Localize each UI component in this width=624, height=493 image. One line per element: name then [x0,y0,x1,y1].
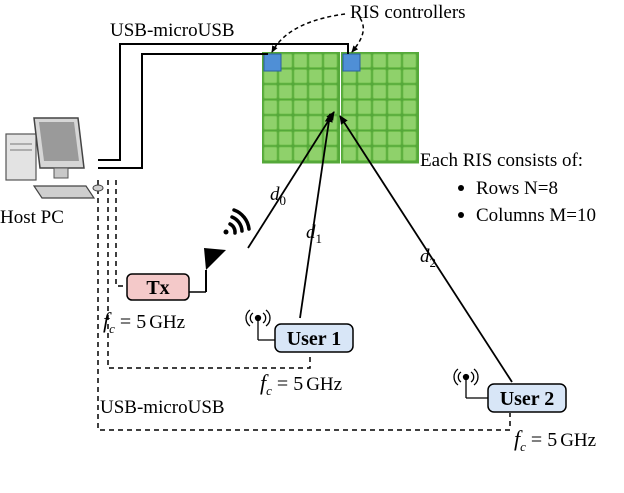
ris-element [387,100,402,115]
ris-element [263,84,278,99]
ris-element [342,69,357,84]
ris-element [372,100,387,115]
ris-element [372,115,387,130]
ris-element [323,53,338,68]
ris-element [372,69,387,84]
ris-element [402,53,417,68]
user1-node: User 1 [274,323,354,353]
tx-node: Tx [126,273,206,301]
usb-cable-left-controller [98,53,268,169]
ris-element [263,146,278,161]
ris-element [402,100,417,115]
ris-controller-right [342,53,361,72]
ris-element [387,53,402,68]
ris-element [308,146,323,161]
ris-panels [262,52,419,164]
ris-element [357,115,372,130]
ris-element [278,146,293,161]
usb-cable-right-controller [98,43,349,161]
ris-element [387,131,402,146]
ris-element [357,84,372,99]
distance-d0: d0 [270,184,286,208]
ris-element [342,146,357,161]
ris-element [342,100,357,115]
user1-antenna-icon [245,309,275,341]
ris-element [308,84,323,99]
distance-d1: d1 [306,222,322,246]
ris-element [278,69,293,84]
ris-element [387,69,402,84]
ris-element [372,146,387,161]
bullet-columns [458,212,464,218]
ris-element [263,69,278,84]
controller-pointer-right [351,17,364,53]
ris-element [372,53,387,68]
link-d0 [247,111,335,249]
ris-element [402,84,417,99]
user1-label: User 1 [287,328,342,350]
tx-label: Tx [146,277,169,299]
ris-element [387,84,402,99]
wireless-signal-icon [223,208,251,235]
ris-element [323,100,338,115]
link-d1 [299,113,333,319]
desktop-computer-icon [5,117,104,199]
ris-element [357,69,372,84]
tx-antenna-icon [204,248,226,292]
ris-element [293,84,308,99]
ris-element [357,131,372,146]
ris-element [293,100,308,115]
link-d2 [339,115,513,383]
ris-element [278,131,293,146]
ris-controllers-label: RIS controllers [350,2,466,23]
ris-columns-label: Columns M=10 [476,205,596,226]
ris-element [323,146,338,161]
user2-node: User 2 [487,383,567,413]
controller-pointer-left [271,13,346,53]
ris-element [387,115,402,130]
usb-cable-user1 [107,180,311,369]
ris-description-heading: Each RIS consists of: [420,150,583,171]
ris-element [323,69,338,84]
ris-element [278,84,293,99]
ris-element [323,84,338,99]
ris-element [308,69,323,84]
usb-cable-tx [115,180,127,287]
usb-label-top: USB-microUSB [110,20,235,41]
ris-element [342,84,357,99]
ris-element [402,115,417,130]
ris-element [402,131,417,146]
usb-cable-user2 [97,180,511,431]
ris-element [308,53,323,68]
ris-element [402,69,417,84]
ris-controller-left [263,53,282,72]
user2-label: User 2 [500,388,555,410]
ris-element [308,115,323,130]
ris-element [263,100,278,115]
ris-element [293,69,308,84]
host-pc-label: Host PC [0,207,64,228]
ris-element [357,100,372,115]
ris-element [263,115,278,130]
ris-rows-label: Rows N=8 [476,178,558,199]
ris-element [402,146,417,161]
bullet-rows [458,185,464,191]
ris-element [372,131,387,146]
user2-antenna-icon [453,368,488,399]
distance-d2: d2 [420,246,436,270]
ris-element [278,100,293,115]
ris-element [263,131,278,146]
ris-element [293,131,308,146]
ris-element [278,115,293,130]
ris-element [372,84,387,99]
ris-element [293,53,308,68]
ris-element [387,146,402,161]
usb-label-bottom: USB-microUSB [100,397,225,418]
ris-element [308,100,323,115]
ris-element [293,115,308,130]
